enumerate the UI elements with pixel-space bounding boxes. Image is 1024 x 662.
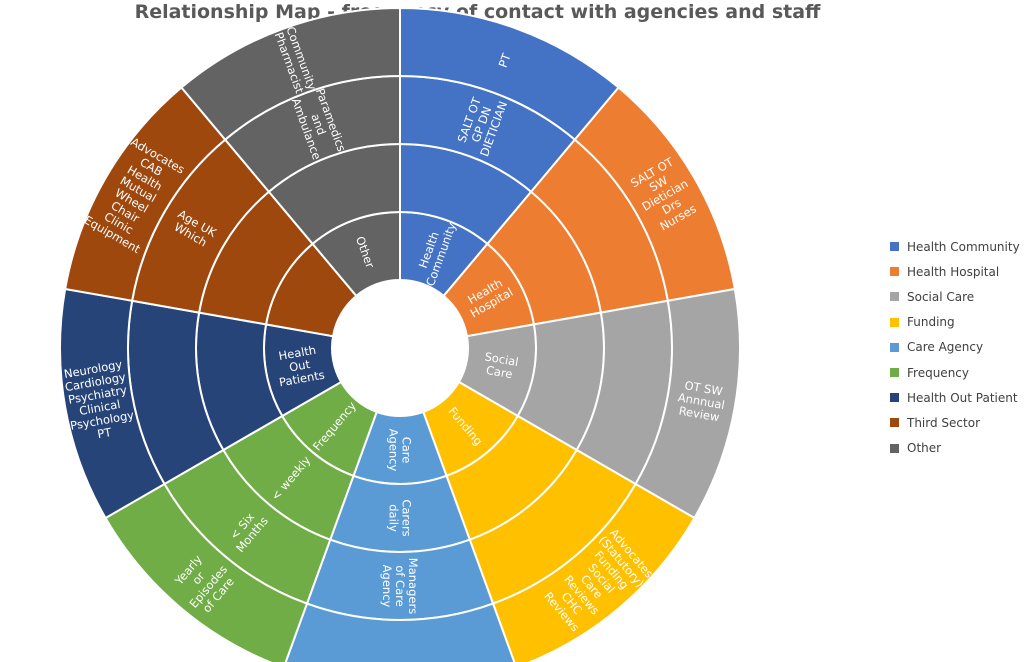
- legend-swatch: [890, 393, 899, 403]
- segment-label-care-agency-ring-3: Managersof CareAgency: [380, 558, 420, 614]
- legend-swatch: [890, 242, 899, 252]
- legend-label: Health Hospital: [907, 264, 1000, 279]
- legend-swatch: [890, 418, 899, 428]
- segment-care-agency-ring-4: [284, 602, 516, 662]
- legend-swatch: [890, 368, 899, 378]
- legend-item-funding: Funding: [890, 310, 1024, 335]
- legend-item-care-agency: Care Agency: [890, 335, 1024, 360]
- legend-swatch: [890, 443, 899, 453]
- segment-funding-ring-4: [491, 482, 696, 662]
- legend-swatch: [890, 317, 899, 327]
- legend-swatch: [890, 267, 899, 277]
- legend-label: Other: [907, 441, 942, 456]
- legend-label: Care Agency: [907, 340, 984, 355]
- legend-item-health-hospital: Health Hospital: [890, 259, 1024, 284]
- legend-swatch: [890, 342, 899, 352]
- legend-item-health-community: Health Community: [890, 234, 1024, 259]
- legend-label: Health Community: [907, 239, 1020, 254]
- legend-swatch: [890, 292, 899, 302]
- segment-label-care-agency-ring-2: Carersdaily: [387, 499, 414, 536]
- segment-other-ring-4: [180, 6, 401, 142]
- segment-label-care-agency-ring-1: CareAgency: [387, 429, 414, 472]
- legend-label: Social Care: [907, 289, 975, 304]
- sunburst-segments: [59, 6, 741, 662]
- segment-label-social-care-ring-1: SocialCare: [481, 349, 519, 382]
- legend-label: Third Sector: [907, 415, 981, 430]
- legend-item-health-out-patient: Health Out Patient: [890, 385, 1024, 410]
- legend-item-frequency: Frequency: [890, 360, 1024, 385]
- legend-label: Funding: [907, 315, 955, 330]
- legend-label: Frequency: [907, 365, 969, 380]
- segment-label-health-community-ring-4: PT: [496, 51, 514, 70]
- legend-item-social-care: Social Care: [890, 284, 1024, 309]
- chart-title: Relationship Map - frequency of contact …: [134, 1, 821, 23]
- legend-item-other: Other: [890, 436, 1024, 461]
- legend-label: Health Out Patient: [907, 390, 1018, 405]
- legend-item-third-sector: Third Sector: [890, 410, 1024, 435]
